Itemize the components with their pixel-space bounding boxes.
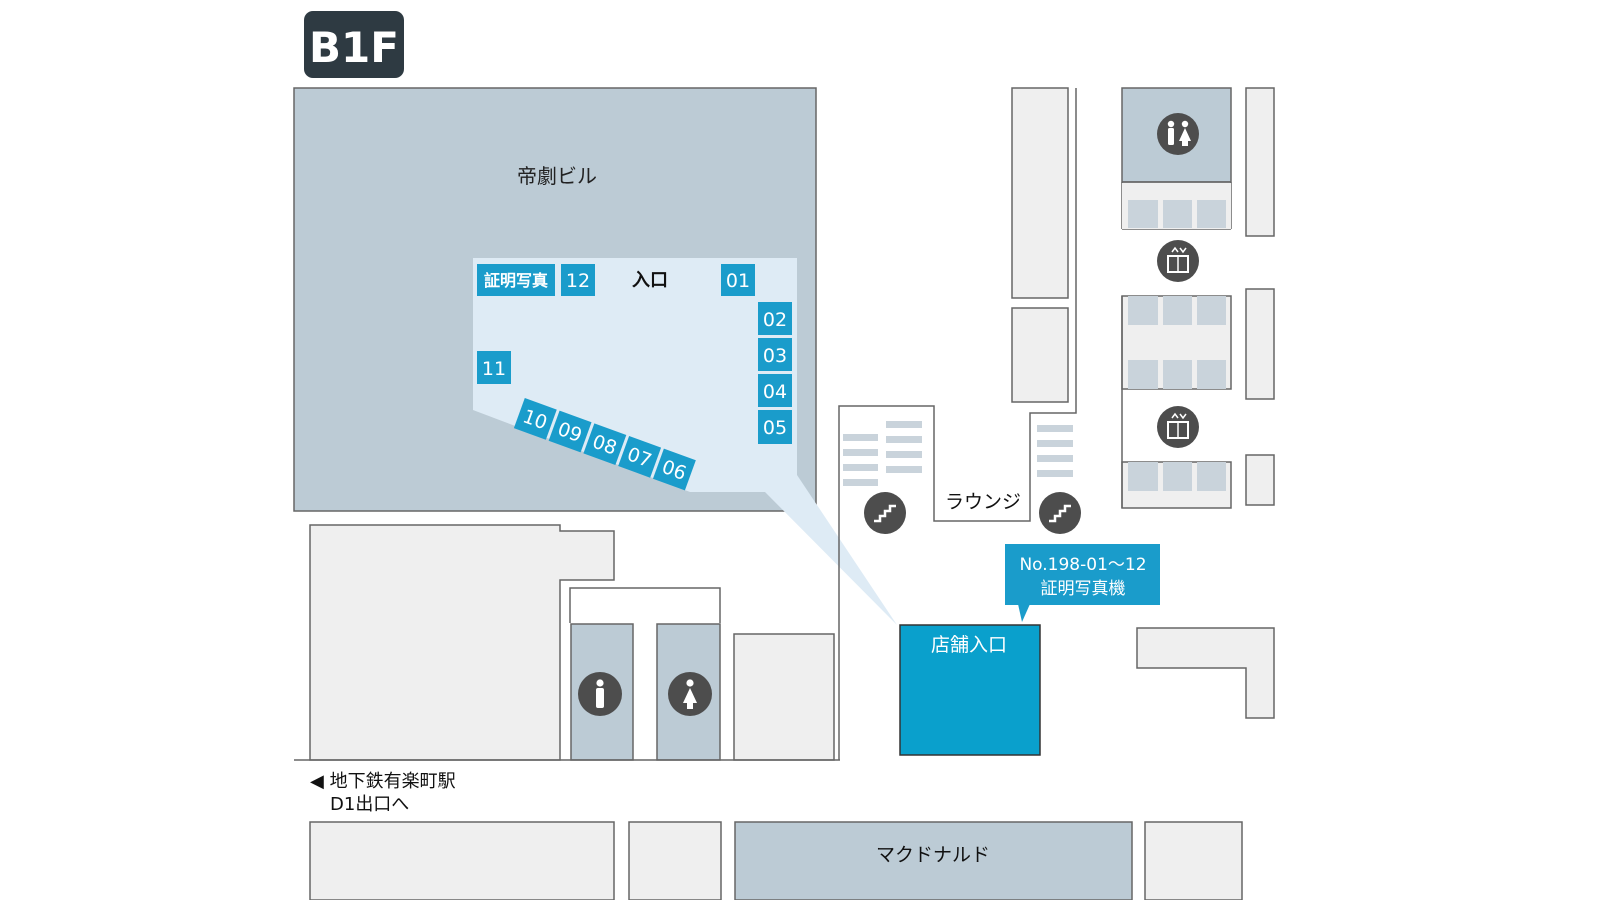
elevator-doors (1128, 296, 1226, 389)
booth-05-label: 05 (763, 417, 787, 439)
callout-line1: No.198-01〜12 (1019, 555, 1146, 575)
stairs-icon (1039, 492, 1081, 534)
elevator-icon (1157, 240, 1199, 282)
booth-04-label: 04 (763, 381, 787, 403)
direction-line1: ◀ 地下鉄有楽町駅 (310, 771, 456, 792)
booth-03[interactable]: 03 (758, 338, 792, 371)
booth-03-label: 03 (763, 345, 787, 367)
elevator-icon (1157, 406, 1199, 448)
lower-left-block (309, 524, 615, 761)
floor-badge: B1F (304, 11, 404, 78)
elevator-doors (1128, 200, 1226, 228)
floor-label: B1F (309, 23, 399, 72)
callout: No.198-01〜12 証明写真機 (1005, 544, 1160, 622)
callout-line2: 証明写真機 (1041, 579, 1126, 599)
booth-04[interactable]: 04 (758, 374, 792, 407)
booth-05[interactable]: 05 (758, 410, 792, 444)
booth-12-label: 12 (566, 270, 590, 292)
lounge-outline (838, 88, 1077, 522)
stairs-icon (864, 492, 906, 534)
mcdonalds-block (734, 821, 1133, 900)
store-entrance-label: 店舗入口 (931, 634, 1007, 656)
store-entrance[interactable]: 店舗入口 (899, 624, 1041, 756)
booth-11-label: 11 (482, 358, 506, 380)
booth-01[interactable]: 01 (721, 264, 755, 296)
bottom-block (309, 821, 615, 900)
stair-treads-left (843, 421, 922, 486)
right-block (1011, 87, 1069, 299)
booth-01-label: 01 (726, 270, 750, 292)
booth-12[interactable]: 12 (561, 264, 595, 296)
booth-08[interactable]: 08 (583, 423, 627, 466)
restroom-frame (569, 587, 721, 623)
booth-06[interactable]: 06 (652, 448, 696, 491)
bottom-block (628, 821, 722, 900)
stair-treads-right (1037, 425, 1073, 477)
women-restroom-icon (668, 672, 712, 716)
lounge-label: ラウンジ (945, 491, 1021, 513)
building-label: 帝劇ビル (517, 164, 597, 188)
booth-09[interactable]: 09 (548, 410, 592, 453)
right-block (1011, 307, 1069, 403)
booth-photo[interactable]: 証明写真 (477, 264, 555, 296)
entrance-label: 入口 (632, 270, 668, 291)
lower-mid-block (733, 633, 835, 761)
booth-10[interactable]: 10 (513, 398, 557, 440)
right-l-block (1136, 627, 1275, 719)
booth-02[interactable]: 02 (758, 302, 792, 335)
far-right-block (1245, 288, 1275, 400)
booth-07[interactable]: 07 (618, 435, 662, 478)
bottom-block (1144, 821, 1243, 900)
booth-11[interactable]: 11 (477, 351, 511, 384)
booth-photo-label: 証明写真 (484, 271, 548, 290)
mcdonalds-label: マクドナルド (876, 844, 990, 866)
far-right-block (1245, 454, 1275, 506)
restroom-icon (1157, 113, 1199, 155)
booth-02-label: 02 (763, 309, 787, 331)
men-restroom-icon (578, 672, 622, 716)
far-right-block (1245, 87, 1275, 237)
direction-line2: D1出口へ (330, 794, 409, 815)
elevator-doors (1128, 462, 1226, 491)
